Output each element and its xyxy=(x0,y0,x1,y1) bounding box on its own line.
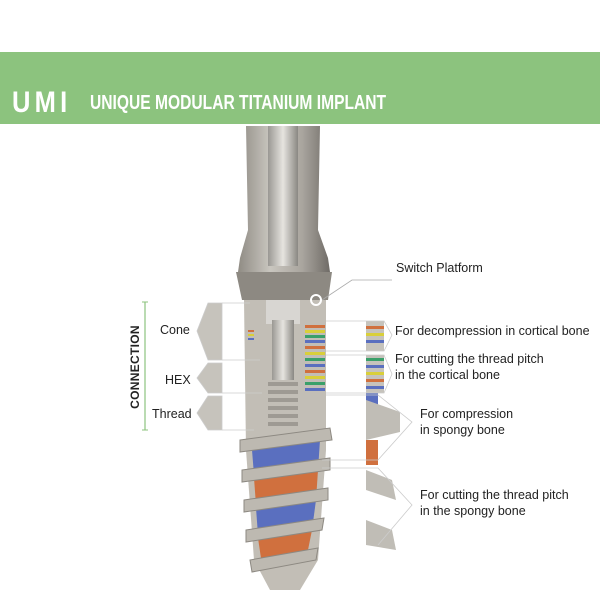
switch-platform-marker xyxy=(310,294,322,306)
page-title: UNIQUE MODULAR TITANIUM IMPLANT xyxy=(90,92,387,114)
thread-label: Thread xyxy=(152,407,192,421)
header-banner xyxy=(0,52,600,124)
callout-cortical-cutting-2: in the cortical bone xyxy=(395,368,500,382)
hex-label: HEX xyxy=(165,373,191,387)
callout-spongy-cutting-1: For cutting the thread pitch xyxy=(420,488,569,502)
right-insets xyxy=(366,321,400,550)
left-insets xyxy=(196,302,223,431)
umi-logo: UMI xyxy=(12,86,72,119)
callout-spongy-cutting-2: in the spongy bone xyxy=(420,504,526,518)
microthreads xyxy=(248,325,325,391)
cone-label: Cone xyxy=(160,323,190,337)
callout-cortical-cutting-1: For cutting the thread pitch xyxy=(395,352,544,366)
switch-platform-label: Switch Platform xyxy=(396,261,483,275)
callout-spongy-compression-2: in spongy bone xyxy=(420,423,505,437)
connection-label: CONNECTION xyxy=(128,325,142,409)
callout-cortical-decompression: For decompression in cortical bone xyxy=(395,324,590,338)
macrothreads xyxy=(239,427,333,573)
callout-spongy-compression-1: For compression xyxy=(420,407,514,421)
